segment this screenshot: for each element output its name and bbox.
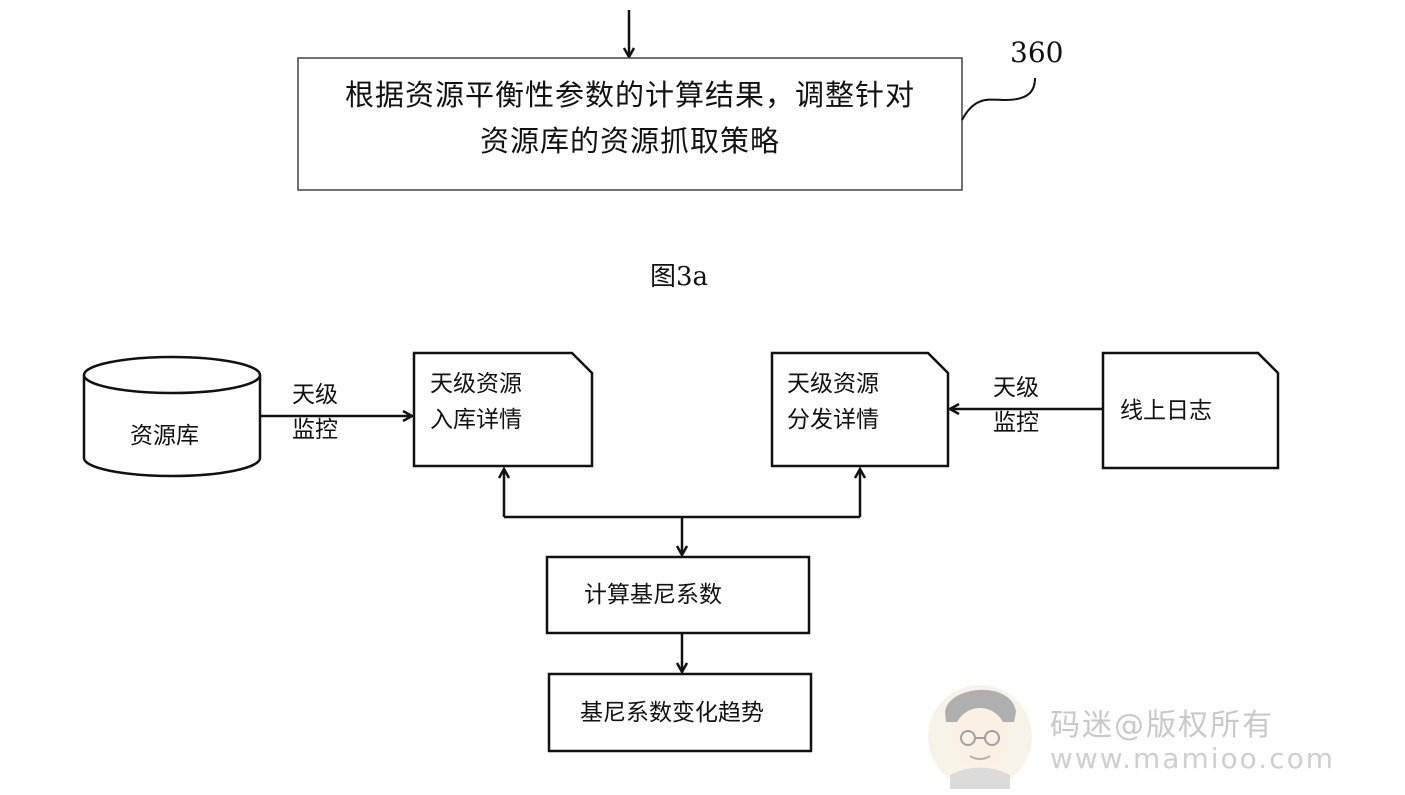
ingest-details-label: 天级资源 入库详情 [430,366,522,438]
distribution-details-line1: 天级资源 [787,371,879,397]
ref-360-leader [961,77,1036,121]
avatar-icon [928,685,1032,789]
watermark-url: www.mamioo.com [1050,742,1335,775]
resource-db-label: 资源库 [130,423,199,449]
distribution-details-box [770,351,950,468]
watermark-title: 码迷@版权所有 [1050,708,1274,743]
gini-trend-box [547,672,813,753]
compute-gini-label: 计算基尼系数 [584,582,722,608]
online-log-box [1101,351,1280,470]
figure-caption: 图3a [650,262,709,292]
edge-label-right: 天级 监控 [993,371,1039,441]
edge-label-left-line1: 天级 [292,382,338,408]
ref-number-360: 360 [1010,36,1064,69]
ingest-details-box [412,351,594,468]
edge-label-left-line2: 监控 [292,417,338,443]
gini-trend-label: 基尼系数变化趋势 [580,700,764,726]
compute-gini-box [545,555,811,635]
step-360-text: 根据资源平衡性参数的计算结果，调整针对 资源库的资源抓取策略 [300,72,960,164]
distribution-details-line2: 分发详情 [787,407,879,433]
ingest-details-line1: 天级资源 [430,371,522,397]
edge-label-right-line1: 天级 [993,375,1039,401]
distribution-details-label: 天级资源 分发详情 [787,366,879,438]
step-360-line2: 资源库的资源抓取策略 [479,124,780,158]
ingest-details-line2: 入库详情 [430,407,522,433]
step-360-box [297,57,963,191]
edge-label-left: 天级 监控 [292,378,338,448]
online-log-label: 线上日志 [1120,398,1212,424]
step-360-line1: 根据资源平衡性参数的计算结果，调整针对 [344,78,915,112]
edge-label-right-line2: 监控 [993,410,1039,436]
resource-db-cylinder [82,355,262,478]
